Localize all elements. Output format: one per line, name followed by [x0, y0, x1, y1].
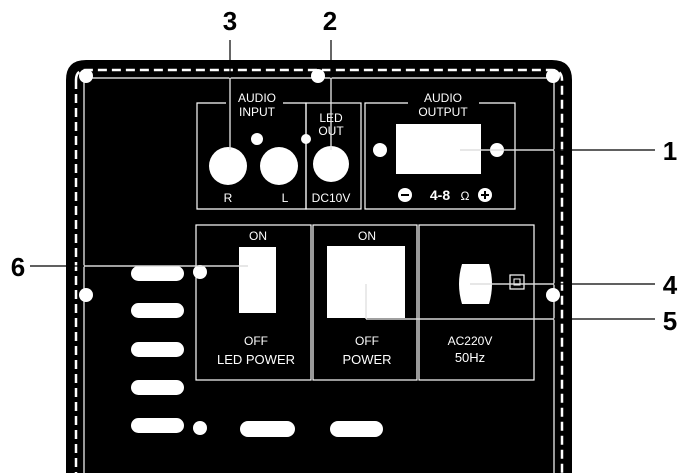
power-switch-off-label: OFF	[355, 334, 379, 348]
screw-top-center	[311, 69, 325, 83]
callout-2: 2	[323, 6, 337, 36]
jack-l-label: L	[282, 191, 289, 205]
screw-mid-left	[79, 288, 93, 302]
screw-top-left	[79, 69, 93, 83]
led-power-switch[interactable]	[239, 247, 276, 313]
speaker-output-terminal[interactable]	[396, 124, 481, 174]
power-switch-on-label: ON	[358, 229, 376, 243]
callout-4: 4	[663, 270, 678, 300]
input-indicator-dot	[251, 133, 263, 145]
callout-5: 5	[663, 306, 677, 336]
output-screw-left	[373, 143, 387, 157]
ac-inlet-section: AC220V 50Hz	[418, 224, 535, 381]
double-insulation-icon	[509, 274, 525, 290]
dc-voltage-label: DC10V	[312, 191, 351, 205]
audio-output-section: AUDIO OUTPUT 4-8 Ω	[364, 91, 516, 210]
audio-input-section: AUDIO INPUT R L	[196, 91, 307, 210]
jack-r-label: R	[224, 191, 233, 205]
impedance-label: 4-8	[430, 187, 450, 203]
led-power-section: ON OFF LED POWER	[195, 224, 312, 381]
callout-6: 6	[11, 252, 25, 282]
ac-voltage-label: AC220V	[448, 334, 493, 348]
audio-output-label-1: AUDIO	[424, 91, 462, 105]
led-power-label: LED POWER	[217, 352, 295, 367]
screw-mid-right	[546, 288, 560, 302]
audio-input-label-2: INPUT	[239, 105, 276, 119]
led-switch-on-label: ON	[249, 229, 267, 243]
input-jack-r[interactable]	[209, 147, 247, 185]
callout-lines-on-panel	[84, 78, 554, 320]
audio-input-label-1: AUDIO	[238, 91, 276, 105]
audio-output-label-2: OUTPUT	[418, 105, 468, 119]
ac-frequency-label: 50Hz	[455, 350, 485, 365]
callout-3: 3	[223, 6, 237, 36]
callout-1: 1	[663, 136, 677, 166]
led-out-dot	[301, 134, 311, 144]
power-label: POWER	[342, 352, 391, 367]
led-switch-off-label: OFF	[244, 334, 268, 348]
input-jack-l[interactable]	[260, 147, 298, 185]
vent-slots	[131, 265, 383, 437]
led-out-jack[interactable]	[313, 146, 349, 182]
led-out-section: LED OUT DC10V	[301, 102, 362, 210]
ohm-symbol: Ω	[461, 189, 470, 203]
screw-top-right	[546, 69, 560, 83]
